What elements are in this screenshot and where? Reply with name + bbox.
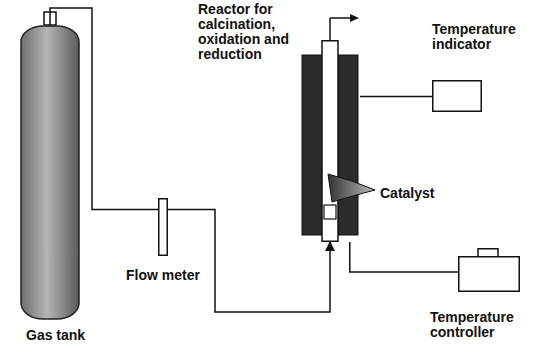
node-label: Temperature controller — [430, 310, 548, 340]
flow-meter: Flow meter — [158, 198, 168, 256]
shape-outline — [20, 25, 80, 320]
part-label: Catalyst — [380, 186, 434, 201]
node-label: Temperature indicator — [432, 22, 544, 52]
controller-box: Temperature controller — [458, 248, 520, 292]
node-label: Gas tank — [26, 328, 126, 343]
shape-outline — [158, 198, 168, 256]
controller-knob — [478, 249, 498, 257]
flow-meter-body — [159, 199, 168, 256]
indicator-unit — [433, 81, 482, 112]
reactor-tube — [322, 41, 338, 242]
controller-unit — [459, 257, 520, 292]
outlet-arrowhead — [350, 14, 359, 22]
reactor: Reactor for calcination, oxidation and r… — [300, 40, 360, 242]
node-label: Reactor for calcination, oxidation and r… — [198, 2, 316, 62]
shape-outline — [432, 80, 482, 112]
tank-cylinder: Gas tank — [20, 25, 80, 320]
outlet-pipe — [330, 17, 352, 19]
shape-outline — [458, 248, 520, 292]
pipe-connector — [360, 96, 432, 98]
outlet-pipe — [329, 18, 331, 40]
catalyst-support — [324, 205, 336, 219]
node-label: Flow meter — [116, 268, 210, 283]
indicator-box: Temperature indicator — [432, 80, 482, 112]
pipe-connector — [350, 242, 458, 272]
catalyst-bed — [328, 174, 375, 202]
gas-cylinder — [21, 26, 79, 319]
shape-outline — [300, 40, 360, 242]
